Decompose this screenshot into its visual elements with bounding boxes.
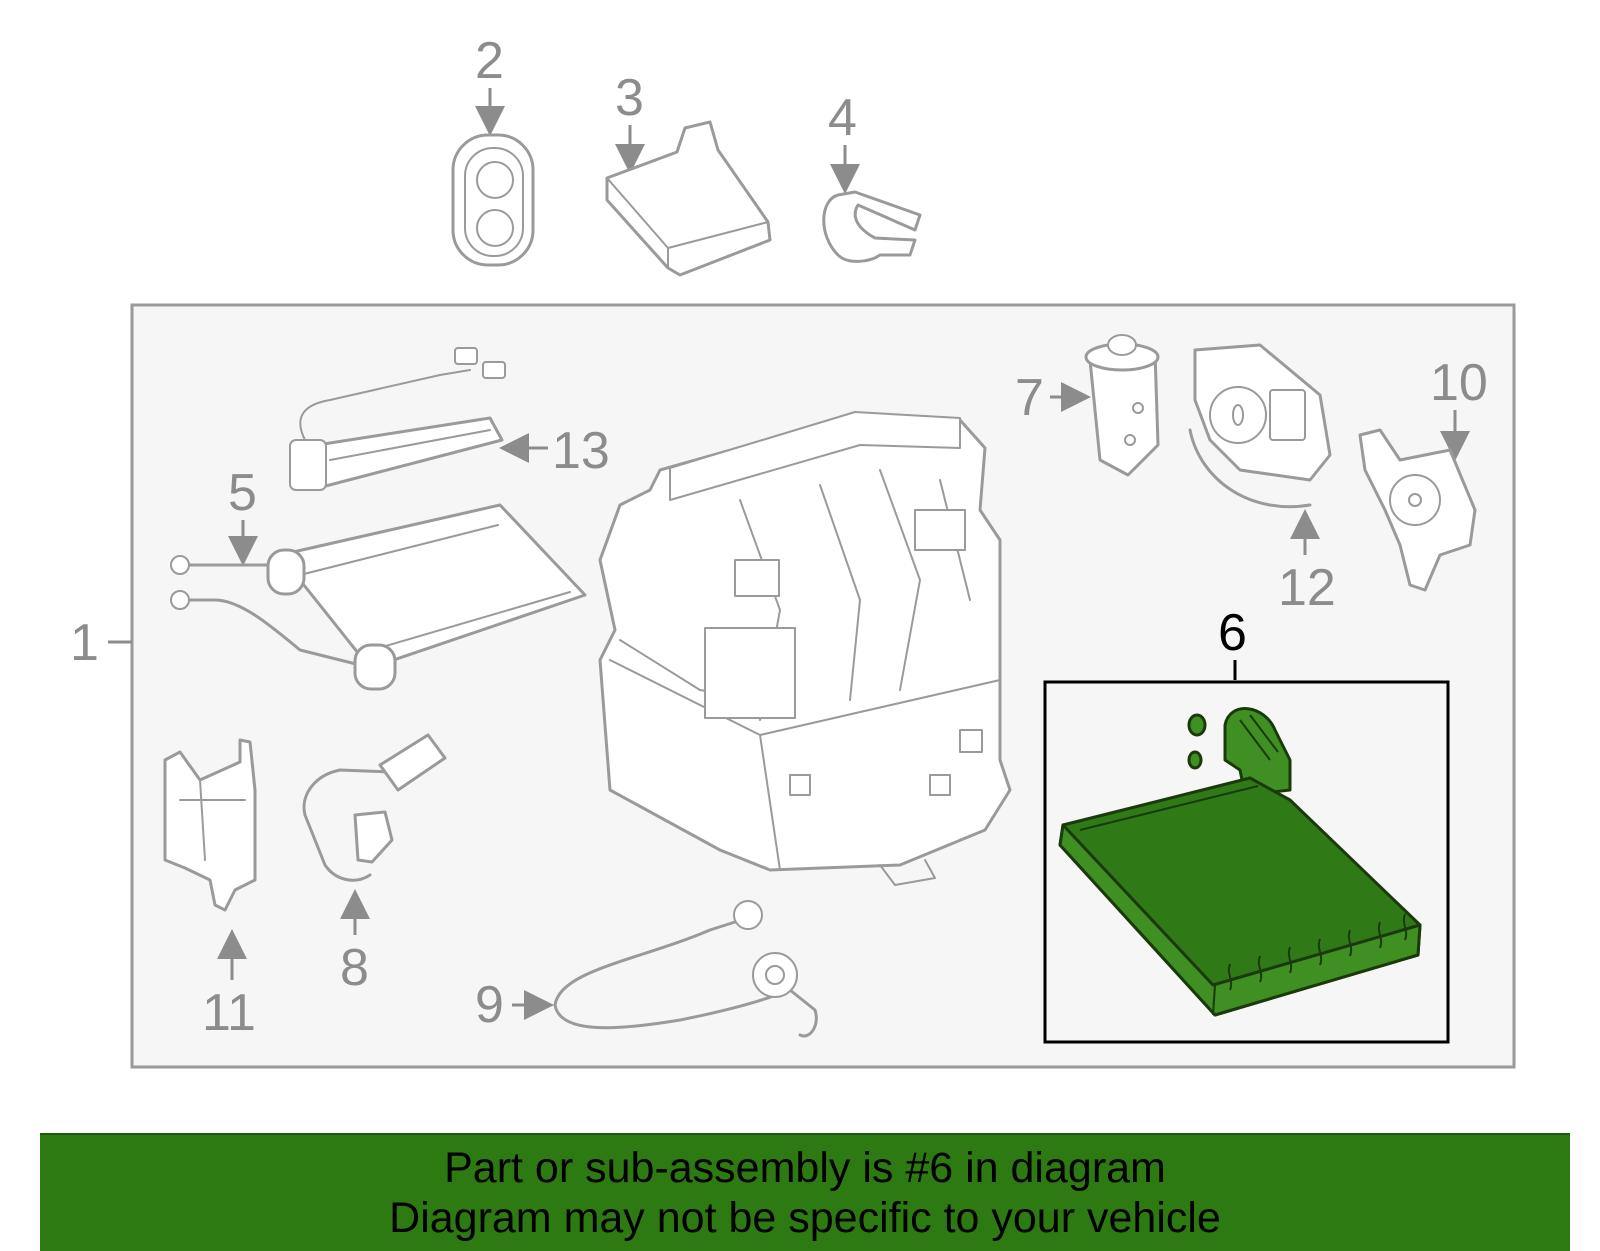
part-2-grommet[interactable]: 2 [451,32,535,267]
part-9-harness[interactable]: 9 [475,900,818,1038]
banner-line-2: Diagram may not be specific to your vehi… [389,1194,1221,1242]
svg-text:5: 5 [228,464,257,522]
part-5-heater-core[interactable]: 5 [170,464,587,691]
parts-diagram: 1 2 3 4 13 5 [70,32,1516,1069]
info-banner: Part or sub-assembly is #6 in diagram Di… [40,1133,1570,1251]
callout-1[interactable]: 1 [70,614,132,672]
part-13-sensor[interactable]: 13 [289,347,610,491]
svg-text:12: 12 [1278,559,1336,617]
svg-text:10: 10 [1430,354,1488,412]
highlight-box [1043,680,1450,1044]
svg-text:2: 2 [475,32,504,90]
part-12-blower[interactable]: 12 [1188,343,1336,617]
banner-line-1: Part or sub-assembly is #6 in diagram [444,1144,1166,1192]
svg-text:1: 1 [70,614,99,672]
part-7-valve[interactable]: 7 [1015,334,1160,477]
part-11-sensor[interactable]: 11 [163,738,257,1042]
svg-text:11: 11 [202,984,256,1042]
svg-text:13: 13 [552,422,610,480]
part-6-evaporator[interactable]: 6 [1043,604,1450,1044]
svg-text:4: 4 [828,89,857,147]
svg-text:7: 7 [1015,369,1044,427]
part-10-actuator[interactable]: 10 [1358,354,1488,592]
part-8-sensor[interactable]: 8 [302,733,447,997]
part-3-filter[interactable]: 3 [605,69,772,277]
svg-text:6: 6 [1218,604,1247,662]
hvac-housing [598,411,1012,886]
svg-text:9: 9 [475,976,504,1034]
part-4-hose[interactable]: 4 [822,89,922,263]
svg-text:8: 8 [340,939,369,997]
svg-text:3: 3 [615,69,644,127]
